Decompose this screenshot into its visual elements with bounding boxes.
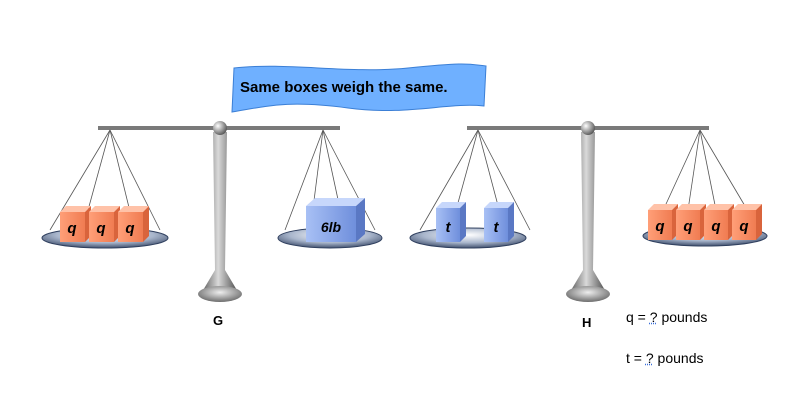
- box-q: q: [732, 204, 762, 240]
- box-label: q: [711, 218, 720, 235]
- box-label: q: [125, 220, 134, 237]
- base-g: [198, 286, 242, 302]
- box-label: q: [655, 218, 664, 235]
- box-t: t: [484, 202, 514, 242]
- base-h: [566, 286, 610, 302]
- equation-t: t = ? pounds: [626, 350, 703, 366]
- box-label: q: [683, 218, 692, 235]
- stand-h: [570, 132, 606, 292]
- box-q: q: [704, 204, 734, 240]
- box-q: q: [648, 204, 678, 240]
- equation-sign: =: [634, 309, 650, 325]
- equation-q: q = ? pounds: [626, 309, 707, 325]
- box-label: q: [739, 218, 748, 235]
- box-q: q: [118, 206, 149, 242]
- pivot-g: [213, 121, 227, 135]
- banner-text: Same boxes weigh the same.: [240, 79, 448, 96]
- box-q: q: [60, 206, 91, 242]
- scale-label-h: H: [582, 315, 591, 330]
- box-label: q: [67, 220, 76, 237]
- box-q: q: [89, 206, 120, 242]
- box-t: t: [436, 202, 466, 242]
- instruction-banner: Same boxes weigh the same.: [228, 62, 490, 116]
- pivot-h: [581, 121, 595, 135]
- equation-unit: pounds: [658, 309, 708, 325]
- unknown-value: ?: [646, 350, 654, 366]
- scale-label-g: G: [213, 313, 223, 328]
- unknown-value: ?: [650, 309, 658, 325]
- equation-unit: pounds: [654, 350, 704, 366]
- box-label: q: [96, 220, 105, 237]
- scale-g: q q q 6lb: [42, 121, 382, 302]
- box-6lb: 6lb: [306, 198, 365, 242]
- scale-h: t t q q: [410, 121, 767, 302]
- stand-g: [202, 132, 238, 292]
- box-label: 6lb: [321, 219, 342, 235]
- equation-sign: =: [630, 350, 646, 366]
- equation-var: q: [626, 309, 634, 325]
- box-q: q: [676, 204, 706, 240]
